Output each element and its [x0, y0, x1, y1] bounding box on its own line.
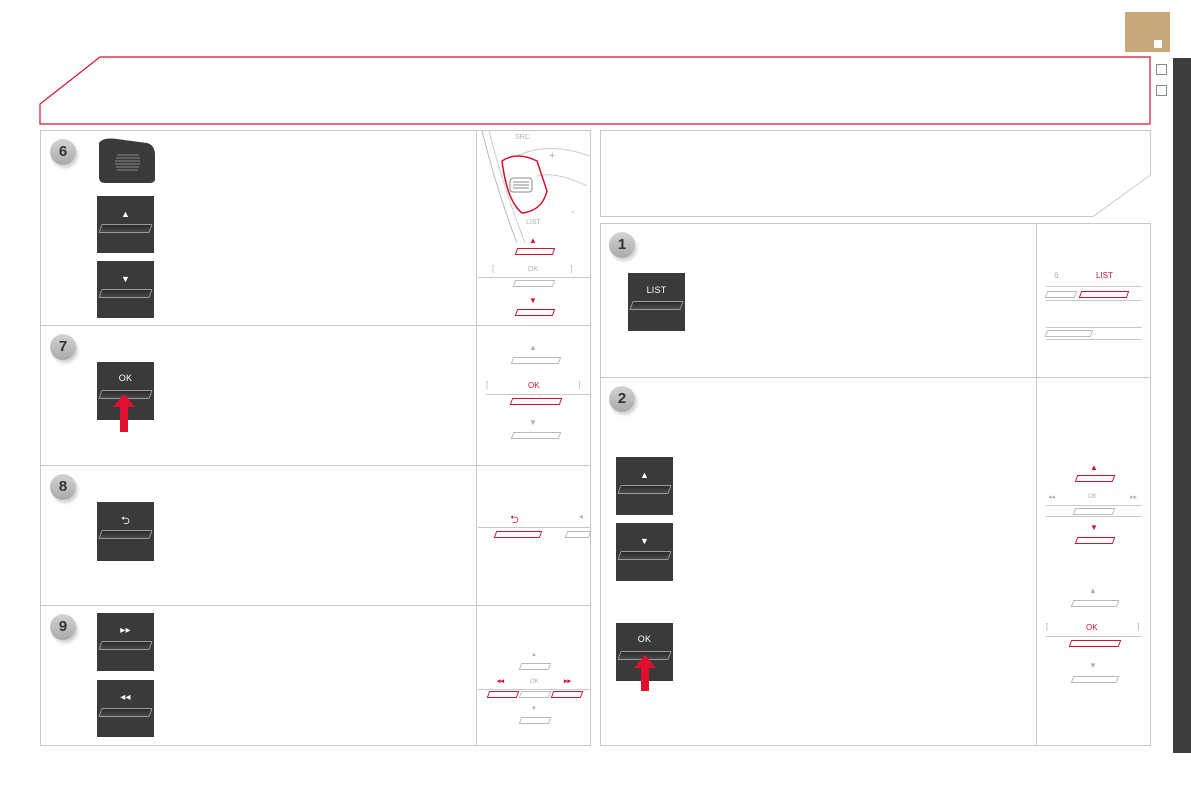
fast-forward-key-highlight [550, 691, 584, 698]
down-arrow-icon: ▼ [529, 418, 537, 427]
rewind-key-highlight [486, 691, 520, 698]
ok-label: OK [1086, 623, 1098, 632]
ok-key-highlight [1068, 640, 1122, 647]
key-row-line [478, 277, 590, 278]
fast-forward-icon: ▸▸ [564, 678, 572, 685]
right-panel [600, 223, 1151, 746]
up-arrow-icon: ▲ [1089, 586, 1097, 595]
up-arrow-icon: ▲ [529, 343, 537, 352]
down-arrow-icon: ▼ [1090, 523, 1098, 532]
down-key-outline [510, 432, 562, 439]
back-key-highlight [493, 531, 543, 538]
back-icon: ⮌ [510, 514, 519, 526]
key-outline [1044, 330, 1094, 337]
press-arrow-icon [634, 655, 656, 691]
key-row-line [1046, 300, 1142, 301]
left-panel-divider [476, 130, 477, 746]
list-label: LIST [1096, 271, 1113, 280]
fast-forward-icon: ▸▸ [1130, 494, 1138, 501]
ok-label: OK [528, 381, 540, 390]
chevron-left-icon: ◂ [579, 512, 584, 521]
six-label: 6 [1054, 271, 1059, 280]
rewind-icon: ◂◂ [497, 678, 505, 685]
ok-label: OK [1088, 494, 1097, 500]
row-divider [40, 605, 591, 606]
chapter-tab [1125, 12, 1170, 52]
bracket-right: ] [570, 264, 573, 273]
up-key-highlight [1074, 475, 1116, 482]
up-key-outline [510, 357, 562, 364]
ok-key-highlight [509, 398, 563, 405]
step-number: 6 [50, 139, 76, 165]
key-row-line [486, 394, 590, 395]
key-row-line [478, 689, 590, 690]
info-box [600, 130, 1151, 217]
up-key: ▲ [97, 196, 154, 253]
down-key: ▼ [616, 523, 673, 581]
chapter-tab-marker [1154, 40, 1162, 48]
step-number: 1 [609, 232, 635, 258]
step-number: 2 [609, 386, 635, 412]
bracket-left: [ [486, 380, 489, 389]
header-banner [39, 56, 1151, 125]
step-number: 8 [50, 474, 76, 500]
down-arrow-icon: ▼ [529, 296, 537, 305]
checkbox-icon [1156, 64, 1167, 75]
sidebar-bar [1173, 58, 1191, 753]
src-label: SRC [515, 134, 530, 141]
key-row-line [478, 527, 590, 528]
down-key-outline [1070, 676, 1120, 683]
rewind-icon: ◂◂ [1048, 494, 1056, 501]
ok-label: OK [528, 266, 539, 273]
ok-key-outline [512, 280, 556, 287]
bracket-right: ] [1137, 622, 1140, 631]
ok-key-outline [518, 691, 552, 698]
key-row-line [1046, 286, 1142, 287]
up-key-highlight [514, 248, 556, 255]
rewind-key: ◂◂ [97, 680, 154, 737]
press-arrow-icon [113, 394, 135, 432]
steering-control-illustration [481, 131, 590, 243]
thumbwheel-icon [99, 138, 155, 183]
bracket-right: ] [578, 380, 581, 389]
ok-key-outline [1072, 508, 1116, 515]
minus-label: - [571, 206, 575, 218]
step-number: 7 [50, 334, 76, 360]
down-arrow-icon: ▼ [531, 706, 537, 712]
checkbox-icon [1156, 85, 1167, 96]
bracket-left: [ [492, 264, 495, 273]
key-row-line [1046, 636, 1142, 637]
key-row-line [1046, 505, 1142, 506]
key-row-line [1046, 327, 1142, 328]
up-key-outline [518, 663, 552, 670]
up-key: ▲ [616, 457, 673, 515]
down-key-highlight [514, 309, 556, 316]
ok-label: OK [530, 679, 539, 685]
left-panel [40, 130, 591, 746]
row-divider [40, 325, 591, 326]
up-key-outline [1070, 600, 1120, 607]
down-key-highlight [1074, 537, 1116, 544]
up-arrow-icon: ▲ [531, 652, 537, 658]
bracket-left: [ [1046, 622, 1049, 631]
list-key: LIST [628, 273, 685, 331]
back-key: ⮌ [97, 502, 154, 561]
next-key-outline [564, 531, 592, 538]
key-row-line [1046, 516, 1142, 517]
row-divider [600, 377, 1151, 378]
row-divider [40, 465, 591, 466]
fast-forward-key: ▸▸ [97, 613, 154, 671]
down-key-outline [518, 717, 552, 724]
up-arrow-icon: ▲ [1090, 463, 1098, 472]
up-arrow-icon: ▲ [529, 236, 537, 245]
key-row-line [1046, 339, 1142, 340]
plus-label: + [549, 150, 556, 162]
down-key: ▼ [97, 261, 154, 318]
down-arrow-icon: ▼ [1089, 661, 1097, 670]
list-label: LIST [526, 219, 541, 226]
step-number: 9 [50, 614, 76, 640]
list-key-highlight [1078, 291, 1130, 298]
right-panel-divider [1036, 223, 1037, 746]
six-key-outline [1044, 291, 1078, 298]
